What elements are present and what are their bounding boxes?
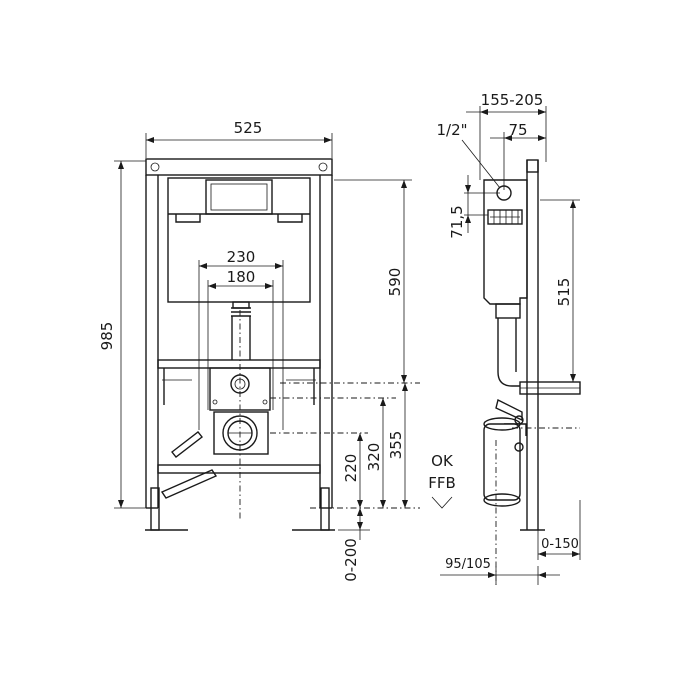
dim-590-label: 590 [386,268,404,297]
dim-355-label: 355 [387,431,405,460]
side-bolt-upper [514,415,524,425]
dim-525-label: 525 [234,119,263,137]
bracket-bolt-1 [212,399,218,405]
dim-180-label: 180 [227,268,256,286]
dim-95-105-label: 95/105 [445,557,491,572]
side-bend-upper [495,398,523,422]
mount-hole-right [318,162,328,172]
ok-label: OK [431,452,454,470]
front-dimensions: 525 985 590 230 180 220 [98,119,456,582]
dim-320-label: 320 [365,443,383,472]
dim-0-200-label: 0-200 [342,538,360,582]
bracket-bolt-2 [262,399,268,405]
side-drain-pipe [483,423,521,501]
pipe-size-label: 1/2" [436,121,467,139]
actuator-inner [210,183,268,211]
side-bolt-lower [514,442,524,452]
ffb-label: FFB [428,474,456,492]
crossbar-lower [157,464,321,474]
right-foot [320,487,330,531]
dim-230-label: 230 [227,248,256,266]
flush-pipe-ribs [231,307,251,317]
dim-985-label: 985 [98,322,116,351]
ffb-marker-icon [431,496,453,509]
flush-pipe-collar [232,301,250,309]
side-pipe-collar [495,303,521,319]
dim-220-label: 220 [342,454,360,483]
mount-hole-left [150,162,160,172]
dim-155-205-arrows [480,109,546,115]
pipe-size-leader [461,139,501,189]
side-view [483,159,581,585]
dim-155-205-label: 155-205 [481,91,544,109]
side-valve-hatch [490,210,520,224]
dim-71-5-label: 71,5 [448,205,466,238]
dim-220-arrows [357,433,363,508]
side-valve-block [487,209,523,225]
side-frame-cap [526,159,539,173]
dim-0-150-label: 0-150 [541,537,579,552]
front-view [145,158,335,531]
cistern-clip-left [175,214,201,223]
crossbar-upper [157,359,321,369]
cistern-clip-right [277,214,303,223]
side-drain-bottom [483,493,521,507]
drain-plate [213,411,269,455]
side-dimensions: 155-205 75 1/2" 71,5 515 0-150 95/105 [436,91,581,585]
dim-0-200-arrows [357,508,363,530]
dim-180-arrows [208,283,273,289]
diagonal-support-top [171,431,203,458]
dim-515-label: 515 [555,278,573,307]
side-cistern-body [483,179,528,305]
top-rail [145,158,333,176]
dim-75-label: 75 [508,121,527,139]
diagonal-support-bottom [160,469,218,499]
dim-71-5-arrows [465,185,471,223]
side-flush-pipe-front [497,318,520,387]
actuator-opening [205,179,273,215]
